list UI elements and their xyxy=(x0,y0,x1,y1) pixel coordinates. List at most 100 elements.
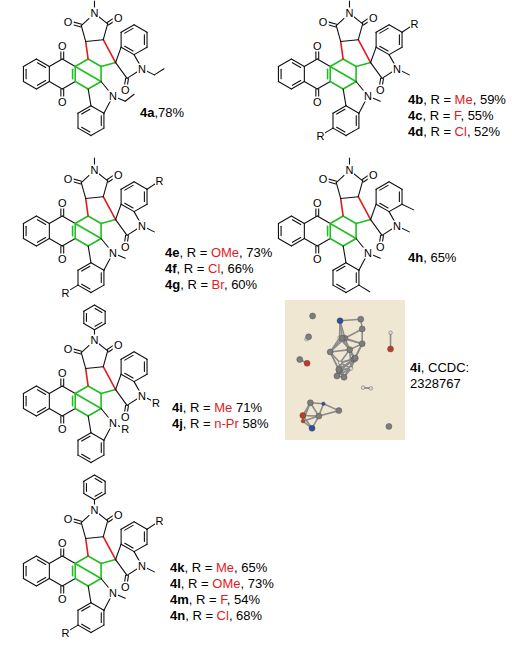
bond-line xyxy=(358,113,359,128)
bond-line xyxy=(121,352,134,359)
atom-label: O xyxy=(375,241,386,252)
bond-line xyxy=(82,109,90,114)
compound-number: 4l xyxy=(170,576,181,591)
bond-line xyxy=(291,81,304,88)
bond-line xyxy=(292,63,300,68)
atom-label: R xyxy=(60,627,70,638)
bond-line xyxy=(75,386,88,393)
bond-line xyxy=(317,238,330,245)
compound-caption: 4i, R = Me 71% xyxy=(172,400,262,416)
caption-text: , 65% xyxy=(234,560,267,575)
bond-line xyxy=(343,81,356,88)
bond-line xyxy=(88,89,91,106)
bond-line xyxy=(376,32,377,47)
bond-line xyxy=(81,183,85,199)
bond-line xyxy=(121,544,134,551)
bond-line xyxy=(81,26,85,42)
compound-caption: 4b, R = Me, 59% xyxy=(408,92,506,108)
bond-line xyxy=(95,322,102,326)
bond-line xyxy=(49,556,62,563)
compound-number: 4i xyxy=(410,360,421,375)
bond-line xyxy=(292,81,300,86)
bond-line xyxy=(327,179,337,182)
bond-line xyxy=(103,197,115,220)
bond-line xyxy=(144,35,145,45)
caption-text: , 68% xyxy=(229,608,262,623)
bond-line xyxy=(23,216,36,223)
compound-caption: 4g, R = Br, 60% xyxy=(165,277,257,293)
bond-line xyxy=(329,67,331,82)
bond-line xyxy=(86,40,104,42)
bond-line xyxy=(121,25,134,32)
bond-line xyxy=(358,270,359,285)
bond-line xyxy=(329,224,331,239)
bond-line xyxy=(103,440,104,455)
substituent-name: OMe xyxy=(212,576,240,591)
bond-line xyxy=(101,560,116,564)
bond-line xyxy=(121,529,122,544)
atom-label: N xyxy=(108,91,118,102)
bond-line xyxy=(389,25,402,32)
bond-line xyxy=(278,81,291,88)
compound-number: 4n xyxy=(170,608,185,623)
bond-line xyxy=(72,69,74,79)
bond-line xyxy=(336,183,340,199)
crystal-atom xyxy=(352,355,358,361)
bond-line xyxy=(78,285,91,292)
crystal-background xyxy=(285,300,405,440)
bond-line xyxy=(91,106,104,113)
bond-line xyxy=(77,610,78,625)
atom-label: O xyxy=(63,174,74,185)
bond-line xyxy=(146,189,147,204)
bond-line xyxy=(23,59,36,66)
atom-label: O xyxy=(57,197,68,208)
molecule-structure xyxy=(23,475,159,633)
atom-label: N xyxy=(137,560,147,571)
compound-caption: 4c, R = F, 55% xyxy=(408,108,494,124)
bond-line xyxy=(121,182,134,189)
bond-line xyxy=(121,47,134,54)
bond-line xyxy=(62,238,75,245)
bond-line xyxy=(78,128,91,135)
bond-line xyxy=(86,483,87,491)
bond-line xyxy=(62,216,75,223)
bond-line xyxy=(116,47,122,62)
bond-line xyxy=(125,525,133,530)
bond-line xyxy=(75,59,88,66)
bond-line xyxy=(330,238,343,245)
caption-text: , 73% xyxy=(240,576,273,591)
bond-line xyxy=(49,238,62,245)
bond-line xyxy=(37,238,45,243)
atom-label: O xyxy=(57,537,68,548)
bond-line xyxy=(88,246,91,263)
bond-line xyxy=(278,238,291,245)
bond-line xyxy=(105,481,106,493)
crystal-atom xyxy=(300,412,306,418)
bond-line xyxy=(144,192,145,202)
bond-line xyxy=(125,203,133,208)
crystal-structure-image xyxy=(285,300,405,440)
bond-line xyxy=(376,182,389,189)
bond-line xyxy=(356,273,357,283)
bond-line xyxy=(346,263,359,270)
compound-number: 4d xyxy=(408,124,423,139)
compound-number: 4a xyxy=(140,105,154,120)
bond-line xyxy=(84,305,95,311)
bond-line xyxy=(401,32,402,47)
bond-line xyxy=(37,560,45,565)
bond-line xyxy=(281,226,282,236)
atom-label: O xyxy=(120,411,131,422)
bond-line xyxy=(134,374,147,381)
compound-caption: 4l, R = OMe, 73% xyxy=(170,576,274,592)
atom-label: N xyxy=(392,220,402,231)
bond-line xyxy=(94,494,105,500)
atom-label: N xyxy=(89,335,99,346)
bond-line xyxy=(332,270,333,285)
bond-line xyxy=(356,63,371,67)
bond-line xyxy=(88,238,101,245)
bond-line xyxy=(82,127,90,132)
atom-label: N xyxy=(137,220,147,231)
compound-caption: 4j, R = n-Pr 58% xyxy=(172,416,268,432)
compound-caption: 4n, R = Cl, 68% xyxy=(170,608,262,624)
bond-line xyxy=(82,266,90,271)
